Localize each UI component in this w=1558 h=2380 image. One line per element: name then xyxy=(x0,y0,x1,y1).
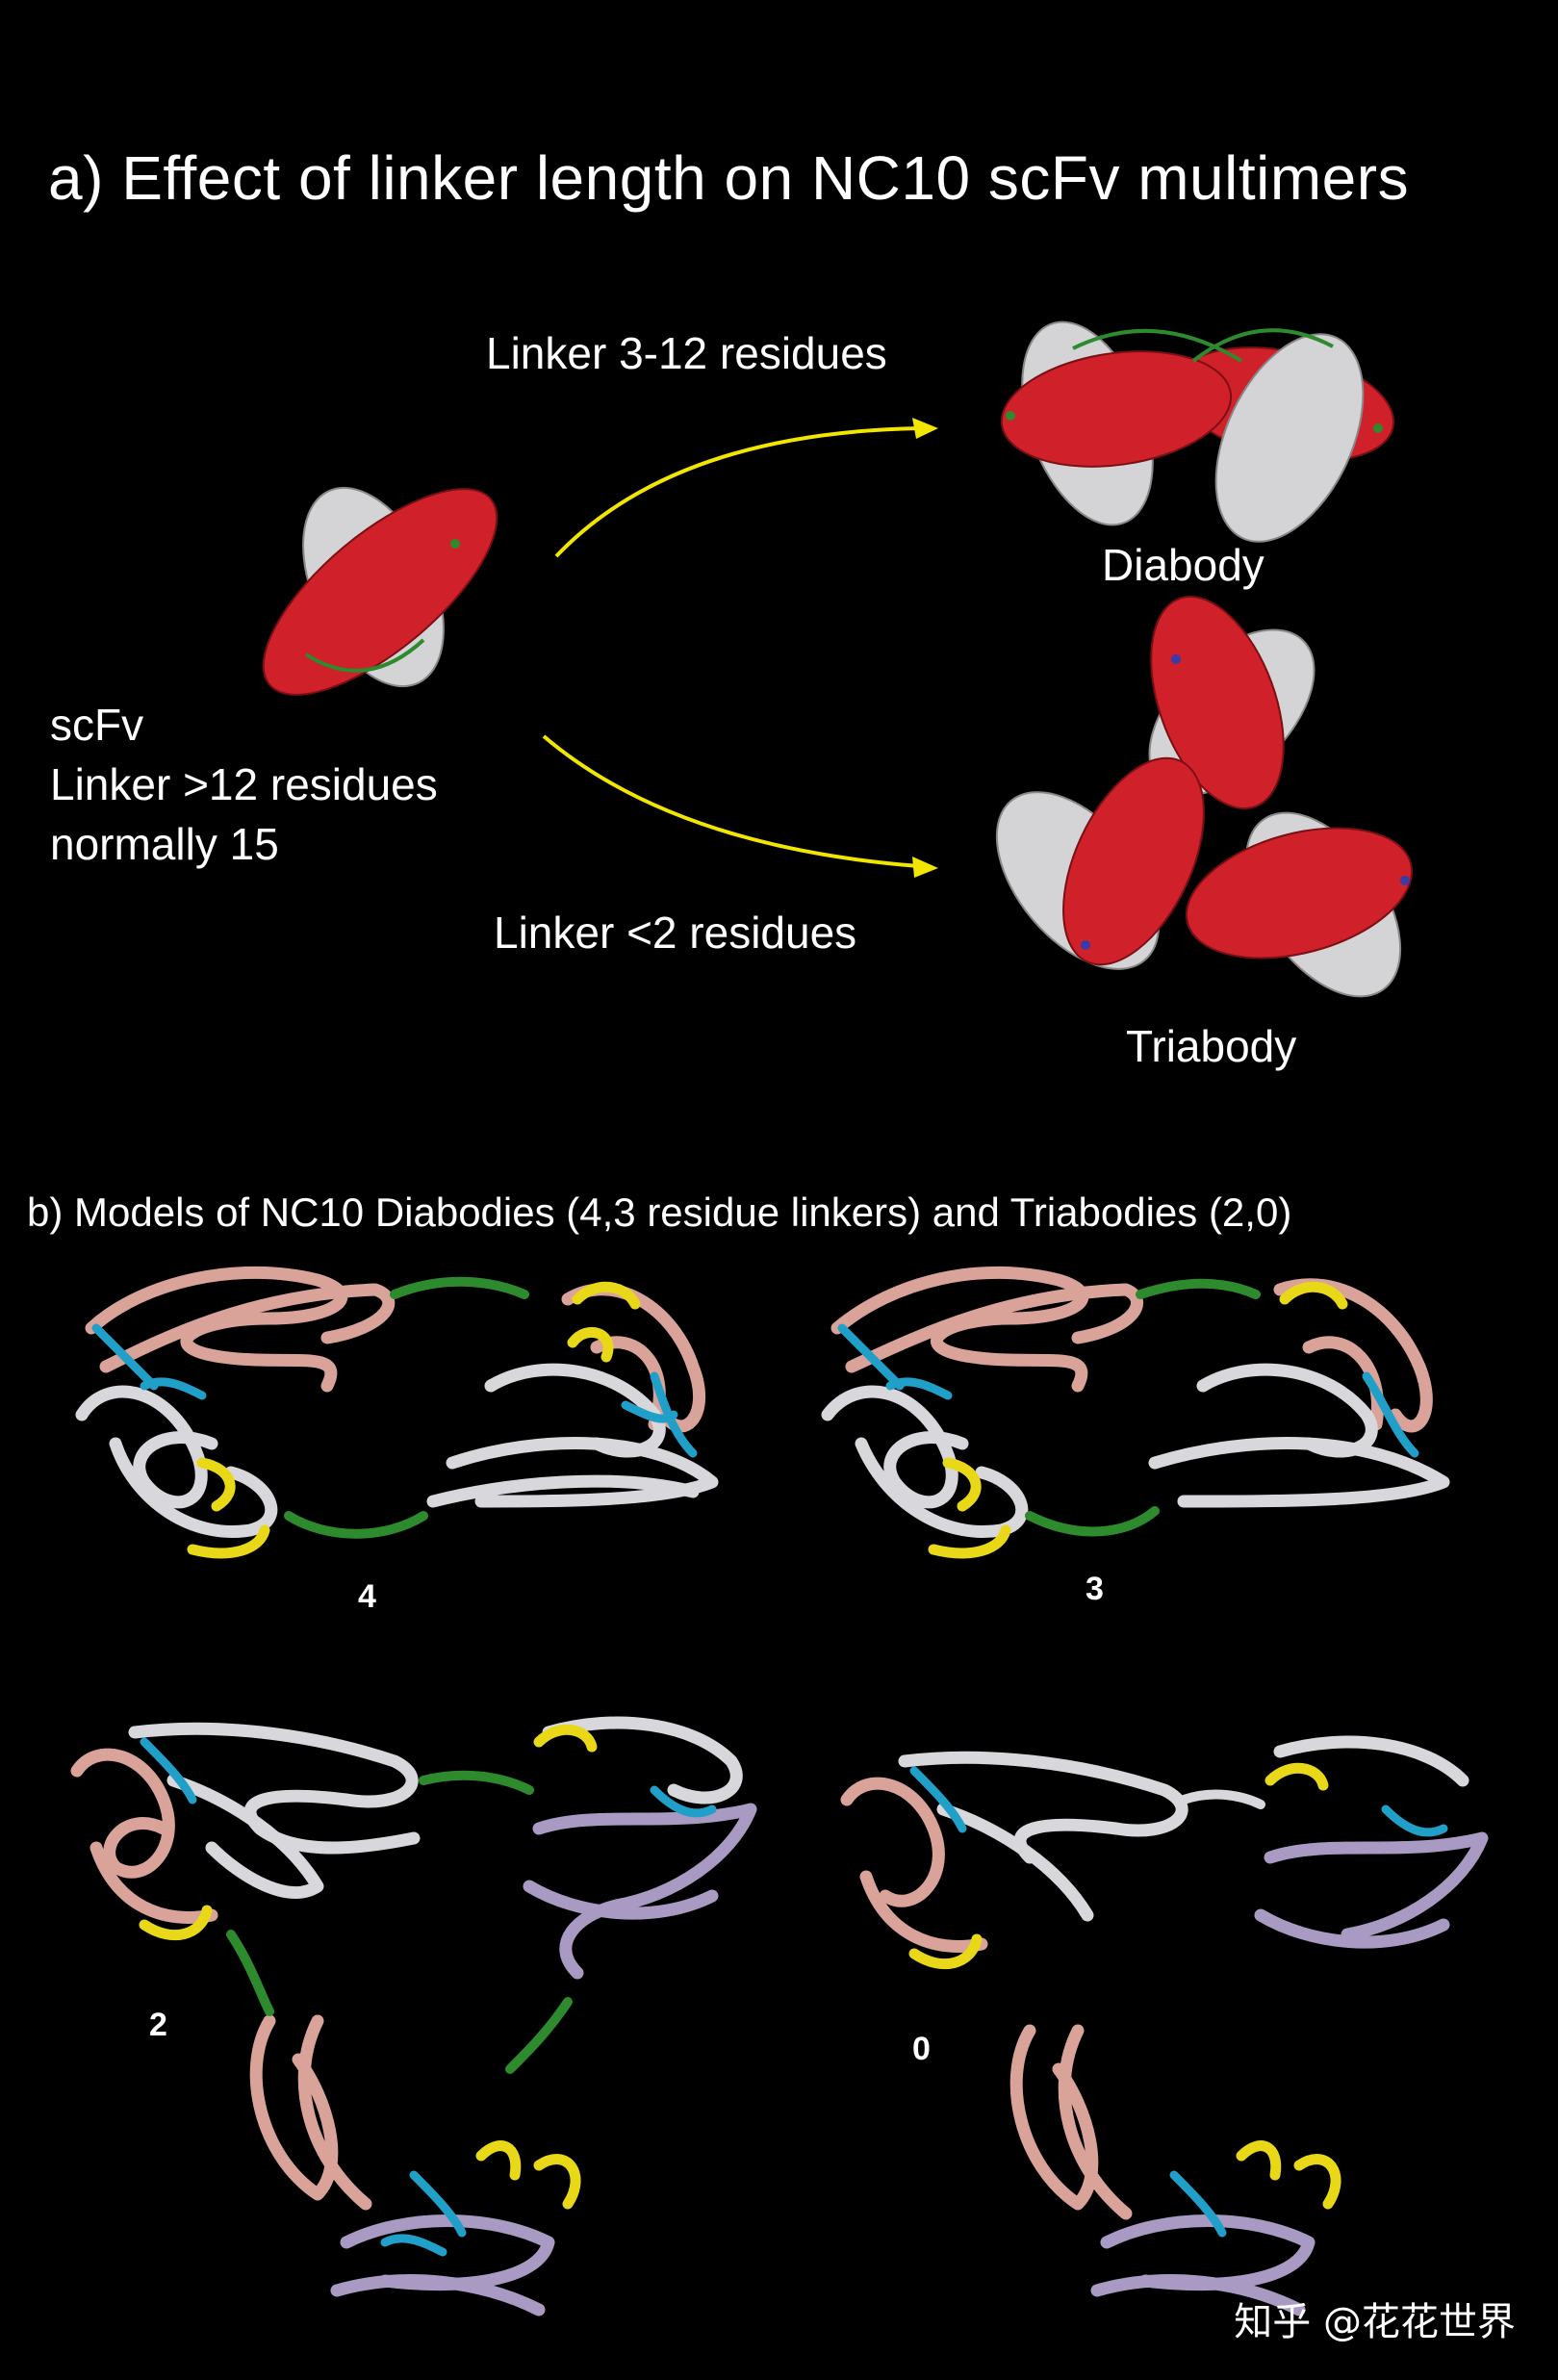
triabody-vh-top xyxy=(1150,596,1285,809)
panel-b-title: b) Models of NC10 Diabodies (4,3 residue… xyxy=(27,1190,1292,1235)
diabody-label: Diabody xyxy=(1102,540,1264,590)
scfv-line: scFv xyxy=(50,700,144,750)
model-0-triabody xyxy=(840,1735,1489,2316)
scfv-linker xyxy=(304,638,425,673)
arrow-top-label: Linker 3-12 residues xyxy=(486,328,887,378)
triabody-schematic xyxy=(995,596,1414,998)
diabody-schematic xyxy=(1000,320,1395,543)
model-label-3: 3 xyxy=(1085,1571,1104,1607)
scfv-linker-end xyxy=(450,539,460,549)
scfv-line: Linker >12 residues xyxy=(50,759,438,809)
arrow-bottom-label: Linker <2 residues xyxy=(494,908,857,958)
scfv-monomer xyxy=(262,486,498,696)
model-2-triabody xyxy=(70,1716,757,2316)
diabody-linker-left xyxy=(1072,328,1243,363)
watermark: 知乎 @花花世界 xyxy=(1234,2300,1516,2344)
model-4-diabody xyxy=(75,1266,719,1559)
diabody-vh-left xyxy=(1000,350,1233,468)
diabody-vl-right xyxy=(1214,333,1365,543)
triabody-vh-left xyxy=(1062,756,1205,966)
diabody-linker-right xyxy=(1191,328,1334,363)
model-label-4: 4 xyxy=(358,1578,376,1615)
model-label-2: 2 xyxy=(149,2007,167,2043)
arrow-to-diabody xyxy=(554,418,938,558)
triabody-label: Triabody xyxy=(1126,1021,1297,1071)
scfv-line: normally 15 xyxy=(50,819,279,869)
model-label-0: 0 xyxy=(912,2031,931,2067)
panel-a-title: a) Effect of linker length on NC10 scFv … xyxy=(48,143,1410,213)
arrow-to-triabody xyxy=(542,734,938,878)
triabody-vh-right xyxy=(1185,827,1414,960)
scfv-vh-domain xyxy=(262,488,498,696)
model-3-diabody xyxy=(821,1266,1450,1559)
scfv-description: scFv Linker >12 residues normally 15 xyxy=(50,695,550,874)
panel-a-schematic xyxy=(262,320,1414,998)
